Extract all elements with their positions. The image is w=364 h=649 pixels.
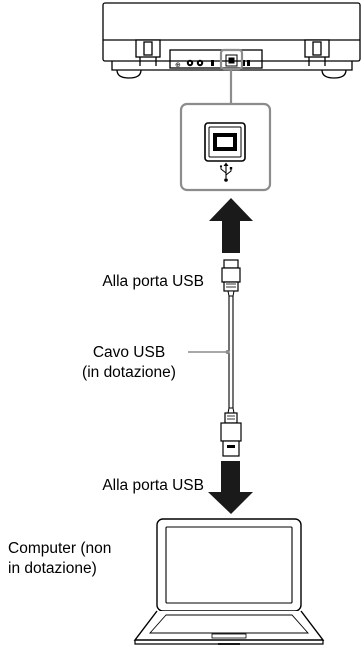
cable-label-line2: (in dotazione) [82, 364, 176, 381]
usb-cable [220, 259, 242, 457]
computer-label-line2: in dotazione) [8, 560, 97, 577]
bottom-port-label: Alla porta USB [102, 477, 204, 494]
svg-text:⊕: ⊕ [175, 61, 181, 69]
usb-icon [219, 162, 233, 182]
cable-label-line1: Cavo USB [92, 344, 166, 361]
laptop [133, 518, 325, 645]
rear-panel-connectors: ⊕ [175, 54, 250, 69]
usb-b-port [204, 122, 246, 162]
top-port-label: Alla porta USB [102, 273, 204, 290]
cable-leader-dot [225, 350, 230, 354]
arrow-down-icon [208, 461, 253, 514]
turntable [102, 2, 361, 79]
arrow-up-icon [209, 198, 253, 253]
computer-label-line1: Computer (non [8, 540, 112, 557]
